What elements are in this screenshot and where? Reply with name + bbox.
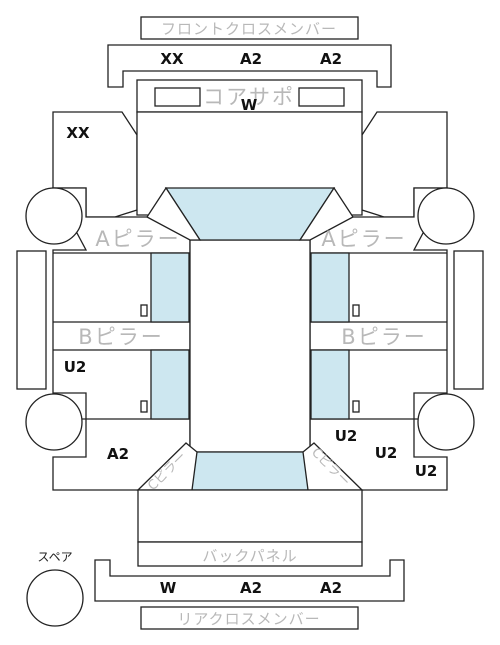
front-cross-member-box xyxy=(140,16,359,40)
right-side-step xyxy=(453,250,484,390)
rear-cross-member-box xyxy=(140,606,359,630)
right-front-door-handle xyxy=(352,304,360,317)
back-panel-box xyxy=(137,541,363,567)
a-pillar-right-frame xyxy=(298,186,354,241)
back-panel-label: バックパネル xyxy=(202,547,297,565)
grade-rear-left-quarter: A2 xyxy=(107,445,129,463)
spare-label: スペア xyxy=(37,550,72,564)
b-pillar-right-label: Bピラー xyxy=(341,325,426,349)
grade-core-support: W xyxy=(241,96,258,114)
left-rear-tire xyxy=(25,393,83,451)
front-cross-member-bracket xyxy=(107,44,392,88)
trunk-area xyxy=(137,489,363,543)
grade-front-member-1: XX xyxy=(160,50,184,68)
left-front-window xyxy=(150,252,190,323)
right-front-tire xyxy=(417,187,475,245)
grade-rear-member-3: A2 xyxy=(320,579,342,597)
headlight-right xyxy=(298,87,345,107)
a-pillar-left-frame xyxy=(146,186,202,241)
roof-area xyxy=(189,239,311,453)
grade-front-left-fender: XX xyxy=(66,124,90,142)
right-rear-tire xyxy=(417,393,475,451)
left-side-step xyxy=(16,250,47,390)
a-pillar-left-label: Aピラー xyxy=(95,227,180,251)
grade-rear-right-1: U2 xyxy=(335,427,358,445)
right-front-window xyxy=(310,252,350,323)
rear-cross-member-bracket xyxy=(94,559,405,602)
left-rear-door-handle xyxy=(140,400,148,413)
right-rear-door-handle xyxy=(352,400,360,413)
grade-rear-left-door: U2 xyxy=(64,358,87,376)
rear-window xyxy=(189,451,311,491)
grade-rear-right-3: U2 xyxy=(415,462,438,480)
grade-front-member-2: A2 xyxy=(240,50,262,68)
spare-tire xyxy=(26,569,84,627)
grade-rear-right-2: U2 xyxy=(375,444,398,462)
right-rear-window xyxy=(310,349,350,420)
left-front-door-handle xyxy=(140,304,148,317)
headlight-left xyxy=(154,87,201,107)
front-cross-member-label: フロントクロスメンバー xyxy=(161,20,337,38)
core-support-label: コアサポ xyxy=(203,85,295,109)
a-pillar-right-label: Aピラー xyxy=(321,227,406,251)
rear-cross-member-label: リアクロスメンバー xyxy=(177,610,320,628)
grade-rear-member-1: W xyxy=(160,579,177,597)
grade-rear-member-2: A2 xyxy=(240,579,262,597)
grade-front-member-3: A2 xyxy=(320,50,342,68)
b-pillar-left-label: Bピラー xyxy=(78,325,163,349)
left-front-tire xyxy=(25,187,83,245)
left-rear-window xyxy=(150,349,190,420)
